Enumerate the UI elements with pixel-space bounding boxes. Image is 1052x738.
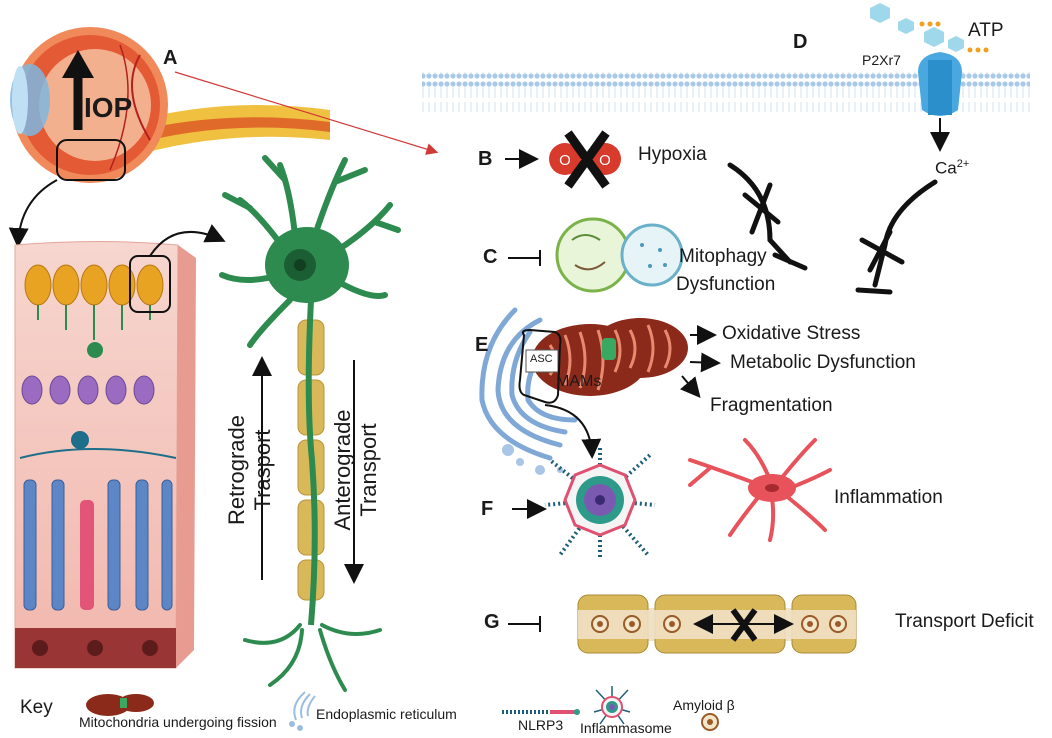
metabolic-dysfunction-label: Metabolic Dysfunction (730, 352, 916, 373)
key-inflammasome-icon (593, 686, 631, 725)
panel-label-a: A (163, 47, 178, 69)
eyeball (10, 27, 330, 183)
iop-label: IOP (84, 92, 133, 123)
key-er-icon (289, 691, 316, 731)
oxygen-molecule-icon: O O (549, 130, 621, 189)
mams-label: MAMs (556, 373, 602, 390)
svg-text:O: O (559, 152, 571, 169)
asc-label: ASC (530, 353, 553, 365)
anterograde-label-line2: Transport (356, 423, 381, 517)
atp-molecules (870, 3, 989, 53)
retrograde-label-line2: Trasport (250, 429, 275, 511)
panel-label-g: G (484, 611, 500, 633)
key-nlrp3-label: NLRP3 (518, 717, 564, 733)
p2xr7-label: P2Xr7 (862, 52, 901, 68)
retrograde-label: Retrograde Trasport (224, 380, 276, 560)
mitophagy-label-line2: Dysfunction (676, 274, 776, 295)
asc-box (525, 349, 559, 373)
fragmentation-label: Fragmentation (710, 395, 833, 416)
retina-section (14, 241, 196, 669)
transport-deficit-label: Transport Deficit (895, 611, 1034, 632)
eye-zoom-box (56, 139, 126, 181)
inflammasome-complex (544, 445, 656, 560)
calcium-inhibition (855, 179, 938, 295)
metabolic-arrow (689, 352, 721, 373)
key-title: Key (20, 697, 53, 718)
svg-text:O: O (599, 152, 611, 169)
panel-label-b: B (478, 148, 493, 170)
rgc-to-neuron-arrow (149, 224, 226, 257)
inflammation-label: Inflammation (834, 487, 943, 508)
panel-label-c: C (483, 246, 498, 268)
calcium-text: Ca (935, 158, 957, 178)
panel-label-d: D (793, 31, 808, 53)
p2xr7-receptor (918, 52, 962, 152)
calcium-label: Ca2+ (935, 158, 969, 179)
key-mitochondria-label: Mitochondria undergoing fission (79, 714, 277, 730)
transport-block-x (730, 608, 758, 642)
oxidative-stress-label: Oxidative Stress (722, 323, 861, 344)
key-inflammasome-label: Inflammasome (580, 720, 672, 736)
calcium-charge: 2+ (956, 158, 970, 170)
key-amyloid-label: Amyloid β (673, 697, 735, 713)
mam-zoom-box (518, 328, 562, 404)
anterograde-label: Anterograde Transport (330, 380, 382, 560)
key-nlrp3-icon (502, 709, 580, 715)
key-er-label: Endoplasmic reticulum (316, 706, 457, 722)
panel-label-e: E (475, 334, 489, 356)
neuron-axon (305, 299, 318, 626)
mitophagy-vesicles-icon (555, 217, 684, 293)
eye-to-retina-arrow (8, 179, 58, 248)
mam-to-inflammasome-arrow (544, 404, 602, 459)
hypoxia-inhibition (727, 162, 808, 271)
panel-label-f: F (481, 498, 494, 520)
panel-link-arrow (174, 71, 439, 155)
anterograde-label-line1: Anterograde (330, 409, 355, 531)
key-amyloid-icon (701, 713, 719, 731)
amyloid-beta-plaques (591, 615, 847, 633)
fragmentation-arrow (680, 375, 701, 399)
hypoxia-label: Hypoxia (638, 144, 707, 165)
key-mitochondria-icon (86, 694, 154, 716)
atp-label: ATP (968, 20, 1004, 41)
mitophagy-label-line1: Mitophagy (679, 246, 767, 267)
retrograde-label-line1: Retrograde (224, 414, 249, 526)
